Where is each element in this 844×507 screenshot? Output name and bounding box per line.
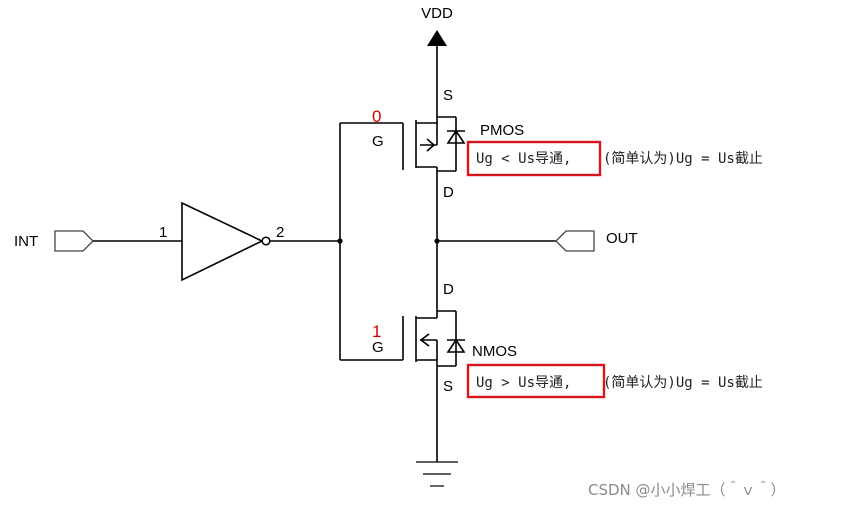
int-port	[54, 230, 94, 252]
nmos-label: NMOS	[472, 343, 517, 360]
out-label: OUT	[606, 230, 638, 247]
pin-2-label: 2	[276, 224, 284, 241]
nmos-drain-label: D	[443, 281, 454, 298]
nmos-gate-label: G	[372, 339, 384, 356]
inverter-symbol	[181, 201, 271, 282]
pmos-gate-value: 0	[372, 107, 381, 126]
vdd-supply	[427, 30, 447, 110]
nmos-highlight-box	[466, 363, 606, 399]
pmos-gate-label: G	[372, 133, 384, 150]
pmos-highlight-box	[466, 140, 602, 177]
nmos-note-rest: (简单认为)Ug = Us截止	[603, 374, 763, 391]
gate-net	[270, 122, 403, 361]
nmos-gate-value: 1	[372, 322, 381, 341]
pmos-note-rest: (简单认为)Ug = Us截止	[603, 150, 763, 167]
pmos-drain-label: D	[443, 184, 454, 201]
nmos-source-label: S	[443, 378, 453, 395]
vdd-label: VDD	[421, 5, 453, 22]
pmos-source-label: S	[443, 87, 453, 104]
pin-1-label: 1	[159, 224, 167, 241]
pmos-transistor	[402, 110, 466, 180]
nmos-note-highlight: Ug > Us导通,	[476, 375, 571, 391]
nmos-transistor	[402, 305, 466, 373]
ground-symbol	[416, 373, 458, 487]
pmos-label: PMOS	[480, 122, 524, 139]
output-net	[434, 180, 595, 305]
watermark: CSDN @小小焊工（＾ｖ＾）	[588, 480, 786, 499]
int-label: INT	[14, 233, 38, 250]
pmos-note-highlight: Ug < Us导通,	[476, 151, 571, 167]
